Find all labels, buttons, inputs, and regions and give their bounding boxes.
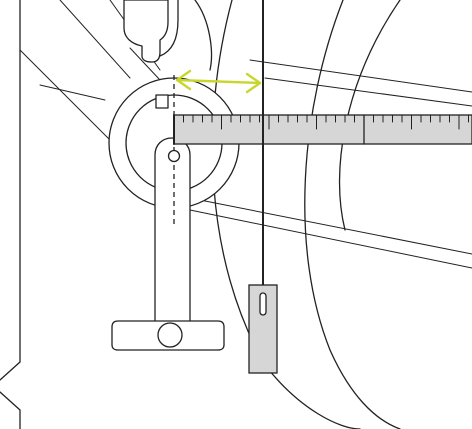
t-handle-knob [157,322,183,348]
brake-caliper [123,0,169,63]
spoke-2 [264,77,472,107]
ruler-ticks [183,114,469,130]
stand-frame-outline [0,0,21,429]
measurement-arrow [175,69,262,94]
hub-nut [155,94,169,109]
tire-outer-arc [211,0,361,429]
spoke-7 [19,49,111,141]
stand-post [154,137,191,323]
brake-arm [194,0,213,71]
brake-caliper-inner [159,0,179,57]
hub-axle-pin [167,149,181,163]
plumb-weight-slot [259,292,267,316]
spoke-1 [249,59,472,93]
spoke-5 [59,0,131,79]
spoke-3 [189,209,472,269]
spoke-8 [39,84,106,101]
ruler-body [173,114,472,145]
spoke-9 [129,47,161,81]
spoke-4 [199,199,472,255]
tire-inner-arc [304,0,401,429]
